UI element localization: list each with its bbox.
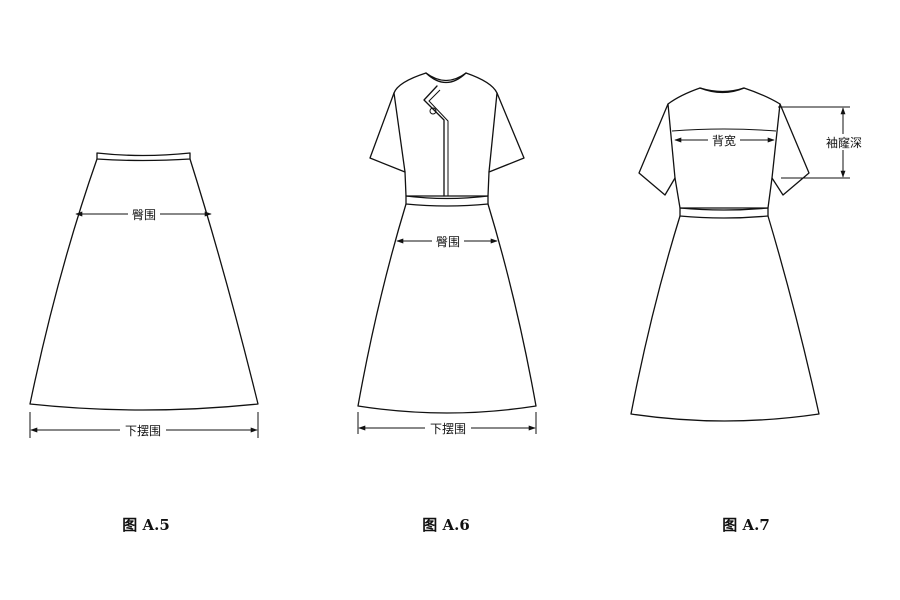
hem-label: 下摆围 (430, 422, 466, 436)
left-sleeve (638, 103, 676, 196)
figure-a5-skirt: 臀围 下摆围 图 A.5 (29, 152, 259, 534)
waistband (679, 207, 769, 219)
wrap-placket (423, 85, 445, 197)
button (429, 107, 437, 115)
back-width-label: 背宽 (712, 133, 736, 148)
hip-label: 臀围 (132, 208, 156, 222)
figure-a7-dress-back: 背宽 袖窿深 图 A.7 (630, 87, 868, 534)
skirt-waistband (96, 152, 191, 162)
skirt-body (29, 158, 259, 411)
right-sleeve (488, 92, 525, 173)
figure-a6-dress: 臀围 下摆围 图 A.6 (357, 72, 537, 534)
armhole-depth-label: 袖窿深 (826, 135, 862, 150)
right-sleeve (771, 103, 810, 196)
figure-caption: 图 A.7 (722, 516, 770, 534)
hem-label: 下摆围 (125, 424, 161, 438)
left-sleeve (369, 92, 406, 173)
hip-label: 臀围 (436, 235, 460, 249)
bodice (393, 72, 498, 197)
dress-skirt (630, 215, 820, 422)
waistband (405, 195, 489, 207)
figure-caption: 图 A.5 (122, 516, 170, 534)
yoke-line (671, 128, 777, 132)
figure-caption: 图 A.6 (422, 516, 470, 534)
dress-skirt (357, 203, 537, 414)
